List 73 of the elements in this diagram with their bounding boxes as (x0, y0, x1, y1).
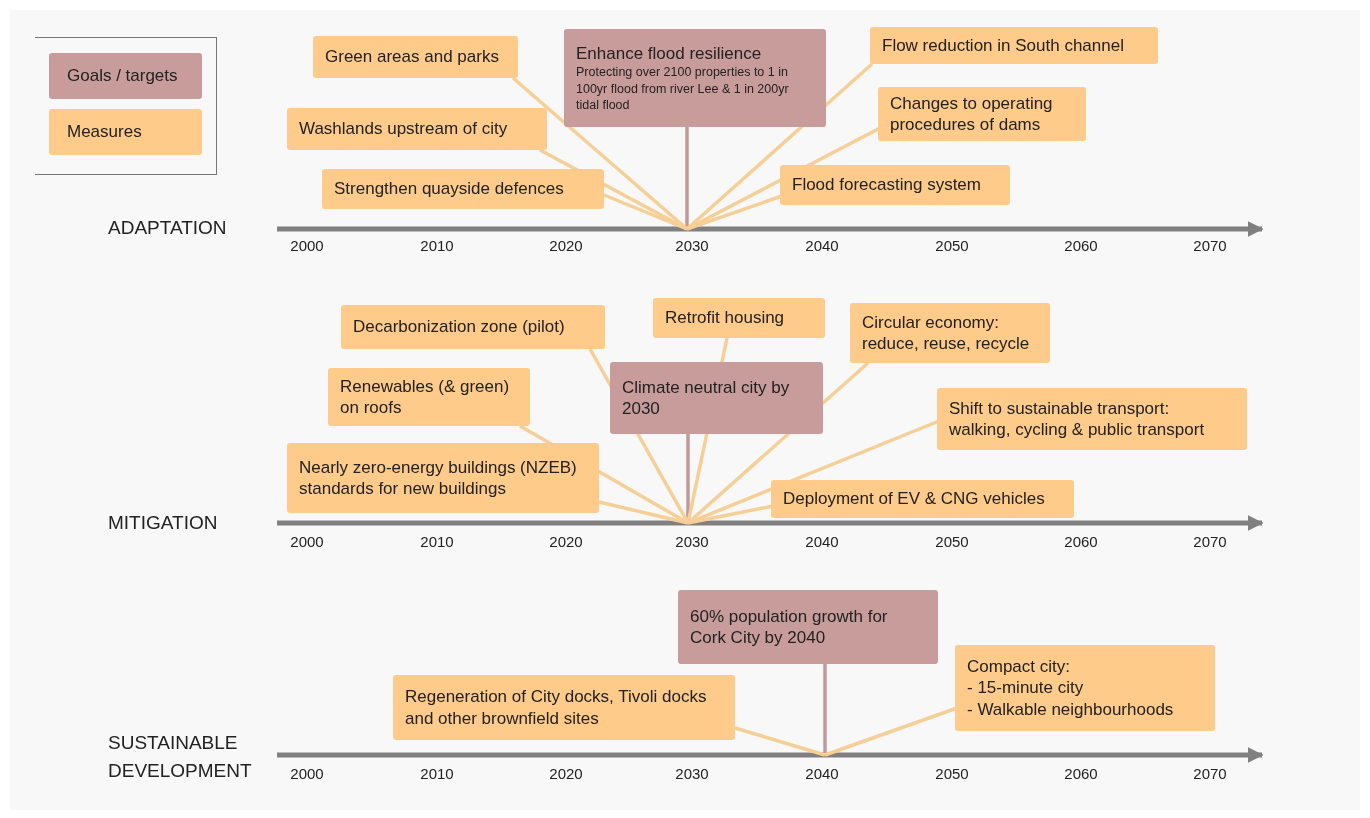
box-heading: Flow reduction in South channel (882, 34, 1125, 57)
connector-line (598, 500, 689, 525)
year-label: 2070 (1192, 237, 1228, 254)
year-label: 2000 (289, 765, 325, 782)
box-text: - 15-minute city (967, 677, 1085, 699)
box-text: - Walkable neighbourhoods (967, 698, 1175, 720)
year-label: 2060 (1063, 533, 1099, 550)
box-heading: Renewables (& green) on roofs (340, 375, 511, 419)
box-heading: Flood forecasting system (792, 174, 982, 196)
year-label: 2000 (289, 533, 325, 550)
connector-line (734, 726, 826, 757)
measure-box (328, 368, 530, 426)
measure-box (653, 298, 825, 338)
connector-line (823, 664, 827, 755)
measure-box (287, 443, 599, 513)
goal-box (564, 29, 826, 127)
box-heading: Compact city: (967, 656, 1071, 678)
measure-box (878, 87, 1086, 141)
box-heading: Strengthen quayside defences (334, 178, 565, 200)
year-label: 2040 (804, 237, 840, 254)
row-title: SUSTAINABLE DEVELOPMENT (108, 731, 253, 783)
year-label: 2060 (1063, 765, 1099, 782)
measure-box (955, 645, 1215, 731)
legend-swatch: Measures (49, 109, 202, 155)
box-heading: Retrofit housing (665, 307, 786, 329)
measure-box (870, 27, 1158, 64)
box-heading: Circular economy: reduce, reuse, recycle (862, 311, 1031, 355)
year-label: 2050 (934, 765, 970, 782)
box-heading: Changes to operating procedures of dams (890, 92, 1054, 136)
goal-box (678, 590, 938, 664)
year-label: 2070 (1192, 533, 1228, 550)
box-heading: 60% population growth for Cork City by 2040 (690, 605, 889, 649)
measure-box (341, 305, 605, 349)
year-label: 2020 (548, 533, 584, 550)
year-label: 2010 (419, 237, 455, 254)
measure-box (287, 108, 547, 150)
year-label: 2030 (674, 237, 710, 254)
measure-box (780, 165, 1010, 205)
goal-box (610, 362, 823, 434)
year-label: 2030 (674, 765, 710, 782)
connector-line (685, 127, 689, 229)
year-label: 2030 (674, 533, 710, 550)
measure-box (322, 169, 604, 209)
box-heading: Green areas and parks (325, 46, 500, 68)
box-heading: Climate neutral city by 2030 (622, 376, 791, 420)
year-label: 2020 (548, 237, 584, 254)
row-title: ADAPTATION (108, 216, 228, 240)
box-heading: Washlands upstream of city (299, 118, 509, 140)
year-label: 2020 (548, 765, 584, 782)
box-heading: Deployment of EV & CNG vehicles (783, 488, 1046, 510)
year-label: 2000 (289, 237, 325, 254)
measure-box (313, 36, 518, 78)
row-title: MITIGATION (108, 511, 219, 535)
measure-box (771, 480, 1074, 518)
box-heading: Nearly zero-energy buildings (NZEB) standards for new buildings (299, 456, 578, 500)
box-heading: Shift to sustainable transport: walking, cycling & public transport (949, 397, 1206, 441)
year-label: 2060 (1063, 237, 1099, 254)
legend-swatch: Goals / targets (49, 53, 202, 99)
year-label: 2040 (804, 533, 840, 550)
box-heading: Regeneration of City docks, Tivoli docks and other brownfield sites (405, 686, 708, 729)
measure-box (850, 303, 1050, 363)
box-heading: Enhance flood resilience (576, 43, 763, 65)
year-label: 2070 (1192, 765, 1228, 782)
year-label: 2050 (934, 237, 970, 254)
box-heading: Decarbonization zone (pilot) (353, 316, 566, 338)
year-label: 2040 (804, 765, 840, 782)
connector-line (603, 193, 688, 231)
box-text: Protecting over 2100 properties to 1 in 100yr flood from river Lee & 1 in 200yr tidal flood (576, 64, 790, 113)
measure-box (937, 388, 1247, 450)
year-label: 2050 (934, 533, 970, 550)
measure-box (393, 675, 735, 740)
year-label: 2010 (419, 533, 455, 550)
year-label: 2010 (419, 765, 455, 782)
